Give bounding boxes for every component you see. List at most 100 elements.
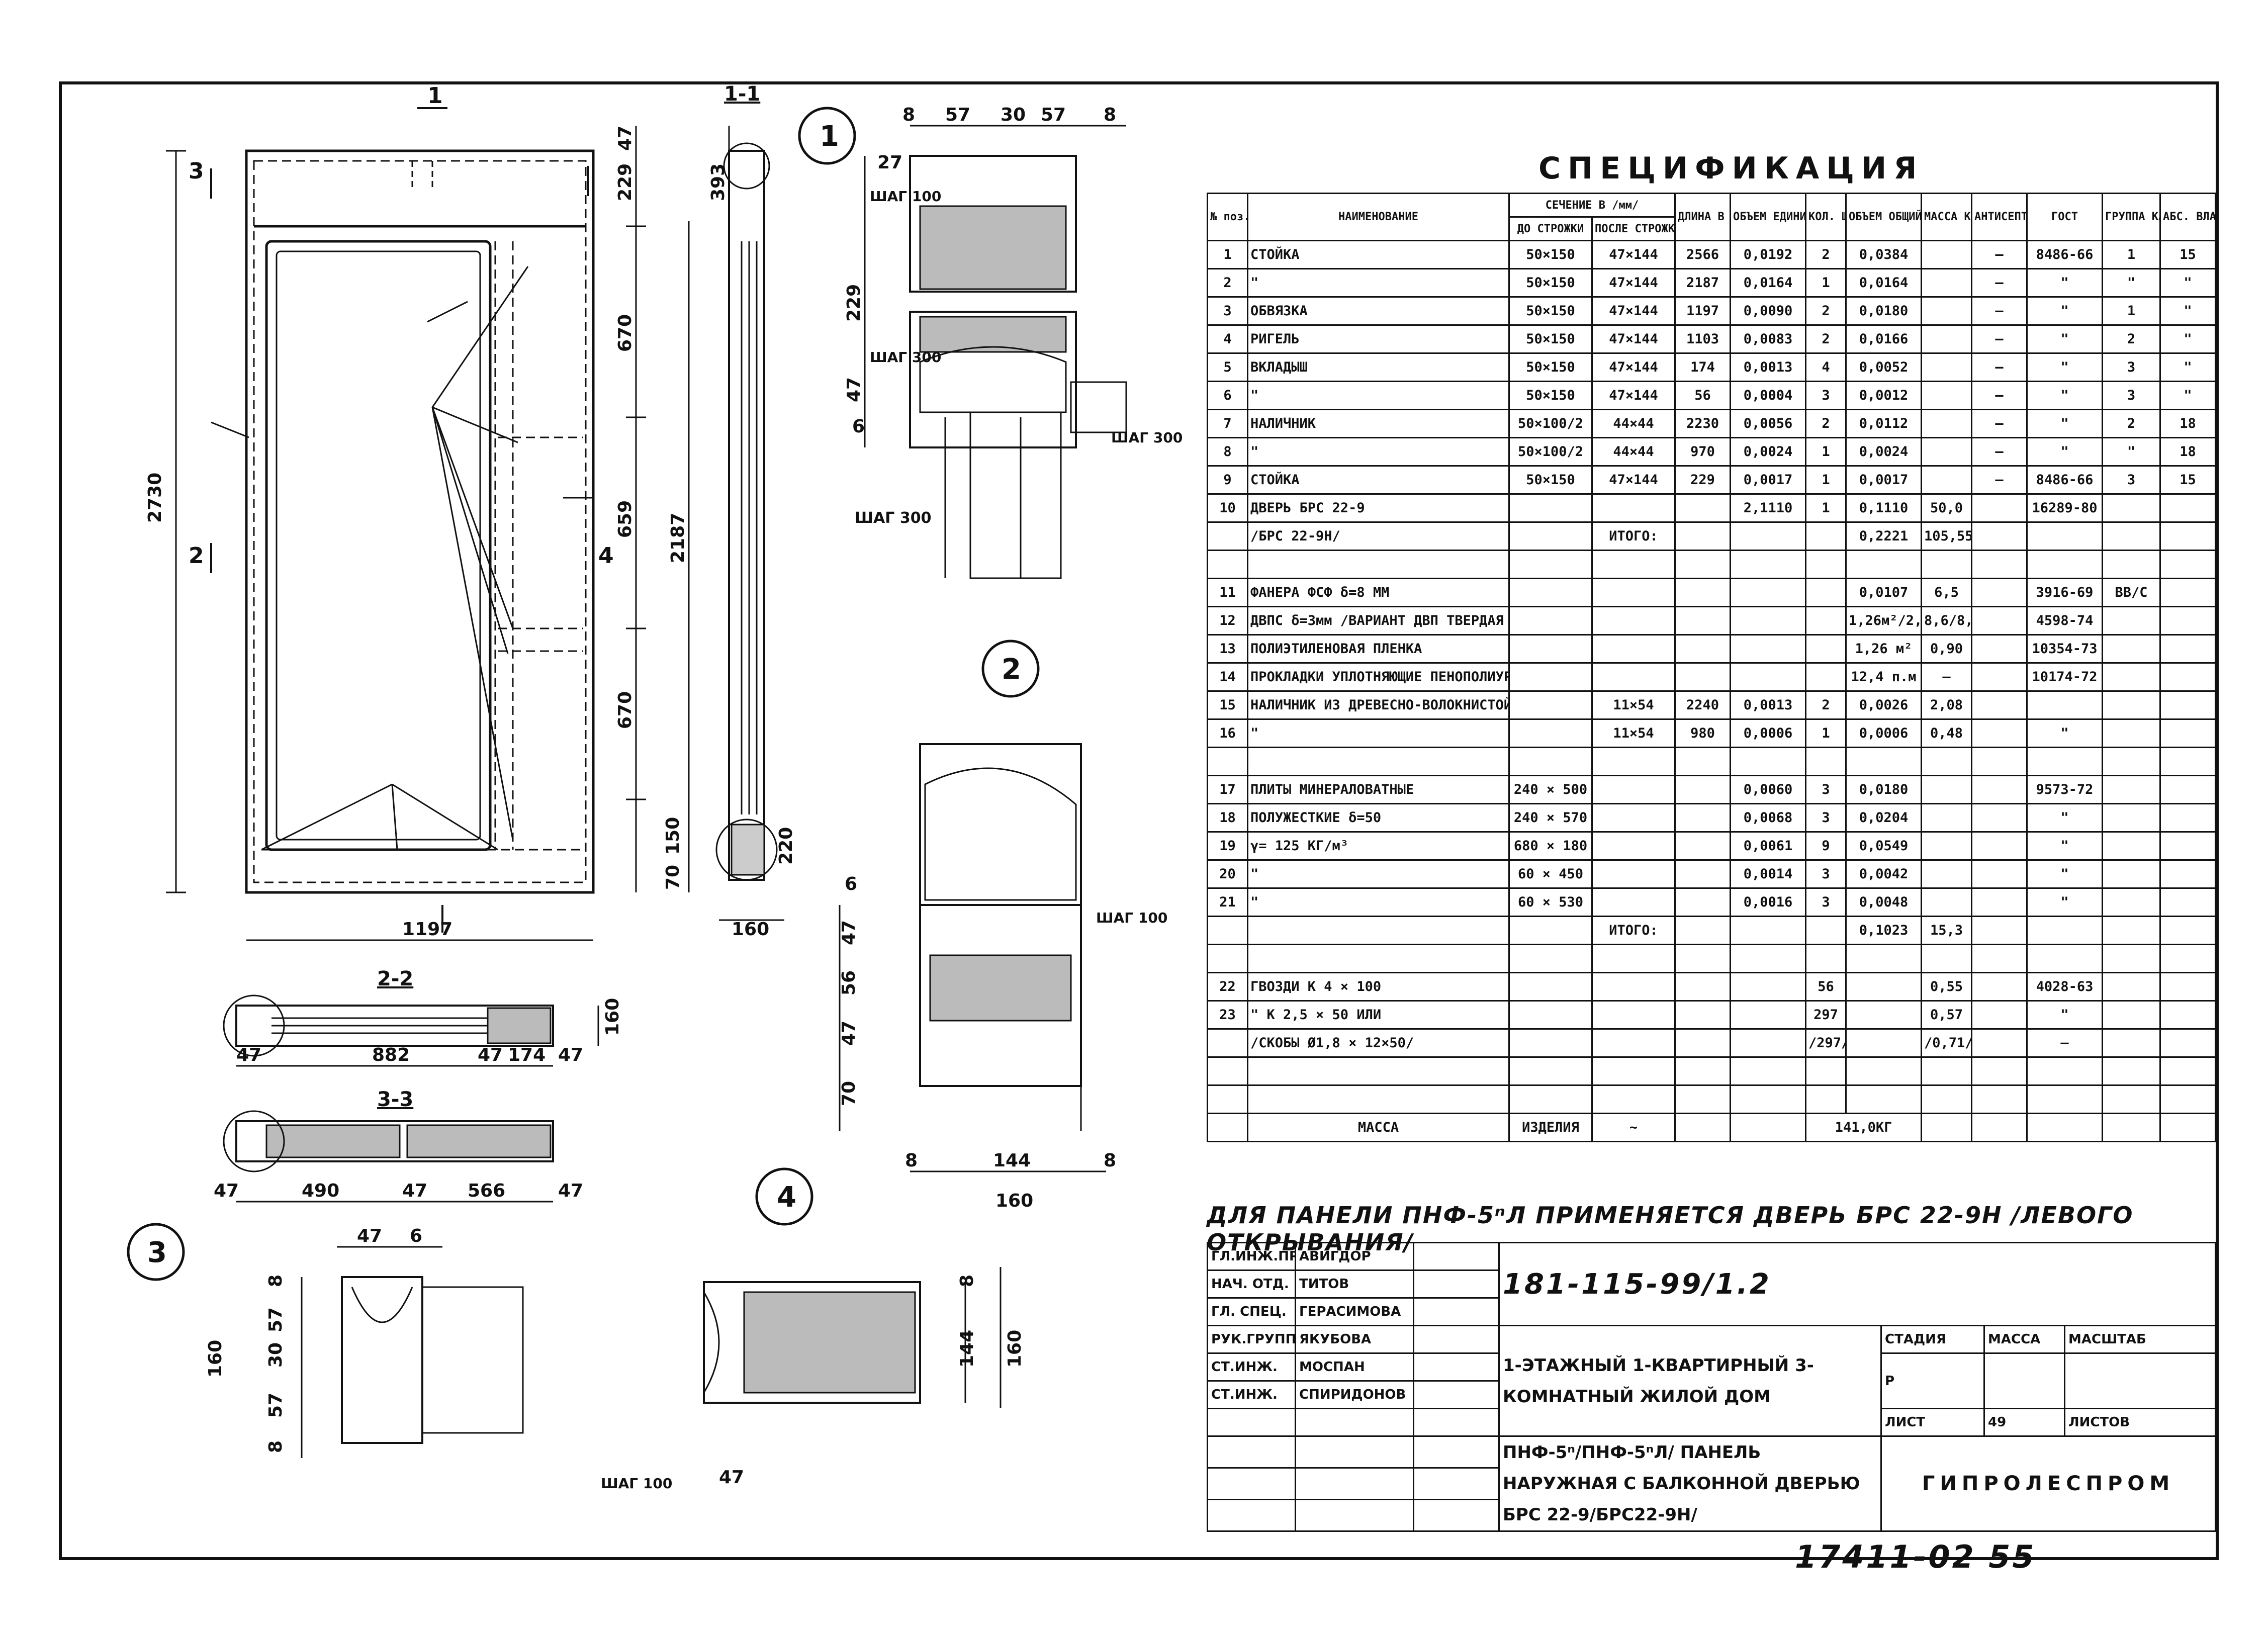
spec-cell-mass: 50,0 [1921,493,1972,523]
spec-cell-len [1674,859,1731,889]
spec-cell-hum: 15 [2159,240,2216,269]
spec-cell-hum: " [2159,268,2216,298]
spec-cell-hum [2159,972,2216,1002]
spec-cell-vu: 0,0083 [1730,324,1806,354]
stamp-signature-empty [1413,1408,1500,1437]
th-before: ДО СТРОЖКИ [1508,216,1593,241]
spec-cell-vu: 0,0060 [1730,775,1806,804]
spec-cell-after: 47×144 [1591,465,1676,495]
spec-cell-name: ВКЛАДЫШ [1247,352,1510,382]
spec-cell-vt: 0,0006 [1845,718,1922,748]
spec-cell-vt: 1,26 м² [1845,634,1922,664]
spec-cell-name: ОБВЯЗКА [1247,296,1510,326]
spec-cell-anti [1971,775,2028,804]
spec-cell-name: НАЛИЧНИК [1247,409,1510,438]
spec-cell-qty [1805,916,1847,945]
spec-cell-vu [1730,944,1806,973]
spec-cell-mass: 8,6/8,6 [1921,606,1972,636]
spec-cell-name: СТОЙКА [1247,240,1510,269]
spec-cell-vu [1730,747,1806,776]
spec-cell-pos: 11 [1207,578,1248,607]
spec-cell-mass: 0,55 [1921,972,1972,1002]
node1-step-300a: ШАГ 300 [870,349,941,366]
spec-cell-grp [2102,634,2161,664]
spec-cell-grp [2102,606,2161,636]
dim-659: 659 [615,500,636,538]
stamp-person-empty [1295,1467,1414,1500]
spec-cell-after: 47×144 [1591,324,1676,354]
spec-cell-grp [2102,550,2161,579]
spec-cell-anti [1971,1084,2028,1114]
spec-cell-vu: 0,0090 [1730,296,1806,326]
spec-cell-before [1508,578,1593,607]
spec-cell-hum [2159,521,2216,551]
spec-row [1207,944,2216,973]
node-2-number: 2 [1002,653,1021,686]
spec-cell-vu: 0,0056 [1730,409,1806,438]
stamp-row: ГЛ. СПЕЦ.ГЕРАСИМОВА [1207,1297,2216,1326]
node1-dim-30: 30 [1001,105,1026,125]
spec-cell-vu: 0,0006 [1730,718,1806,748]
spec-cell-before: 50×150 [1508,240,1593,269]
spec-cell-anti [1971,606,2028,636]
spec-cell-before [1508,662,1593,692]
spec-cell-pos [1207,550,1248,579]
spec-cell-len [1674,803,1731,833]
spec-cell-anti [1971,521,2028,551]
spec-cell-anti [1971,550,2028,579]
dim-2-2-47a: 47 [236,1045,261,1065]
stamp-signature-empty [1413,1435,1500,1469]
spec-cell-name: ПОЛУЖЕСТКИЕ δ=50 [1247,803,1510,833]
spec-cell-after: ИТОГО: [1591,916,1676,945]
spec-cell-mass [1921,352,1972,382]
node-4-number: 4 [777,1181,796,1214]
stamp-person-empty [1295,1499,1414,1532]
spec-cell-name: ПОЛИЭТИЛЕНОВАЯ ПЛЕНКА [1247,634,1510,664]
spec-cell-mass [1921,944,1972,973]
spec-cell-anti: — [1971,268,2028,298]
spec-cell-qty: 2 [1805,240,1847,269]
spec-cell-grp: 3 [2102,465,2161,495]
spec-cell-qty: 56 [1805,972,1847,1002]
stamp-sheet-title: ПНФ-5ⁿ/ПНФ-5ⁿЛ/ ПАНЕЛЬ НАРУЖНАЯ С БАЛКОН… [1498,1435,1882,1532]
stamp-role: ГЛ. СПЕЦ. [1207,1297,1296,1326]
spec-cell-len: 970 [1674,437,1731,467]
th-vol-total: ОБЪЕМ ОБЩИЙ м³ [1845,193,1922,241]
spec-cell-qty: 1 [1805,437,1847,467]
spec-cell-pos: 9 [1207,465,1248,495]
spec-cell-after [1591,831,1676,861]
spec-cell-hum [2159,1056,2216,1086]
spec-cell-gost: " [2026,887,2103,917]
spec-cell-vt [1845,550,1922,579]
spec-cell-before: 50×150 [1508,465,1593,495]
mass-label: МАССА [1247,1113,1510,1142]
spec-cell-pos: 16 [1207,718,1248,748]
cut-marker-2: 2 [189,543,204,569]
spec-cell-len [1674,493,1731,523]
spec-cell-anti: — [1971,296,2028,326]
spec-cell-hum [2159,578,2216,607]
node-3-detail [127,1223,524,1458]
spec-cell-gost [2026,1056,2103,1086]
dim-47: 47 [615,126,636,151]
th-qty: КОЛ. ШТ. [1805,193,1847,241]
spec-cell-hum [2159,690,2216,720]
stamp-row: ПНФ-5ⁿ/ПНФ-5ⁿЛ/ ПАНЕЛЬ НАРУЖНАЯ С БАЛКОН… [1207,1435,2217,1532]
cut-marker-1: 1 [427,83,443,109]
dim-670b: 670 [615,691,636,729]
node3-dim-47: 47 [357,1226,382,1246]
spec-cell-name: ПРОКЛАДКИ УПЛОТНЯЮЩИЕ ПЕНОПОЛИУРЕТАНОВЫЕ… [1247,662,1510,692]
mass-row: МАССА ИЗДЕЛИЯ ~ 141,0КГ [1207,1113,2216,1142]
stamp-signature [1413,1297,1500,1326]
spec-cell-grp: 3 [2102,352,2161,382]
spec-cell-hum [2159,606,2216,636]
spec-cell-grp [2102,493,2161,523]
stamp-code: 181-115-99/1.2 [1498,1242,2217,1326]
spec-cell-mass [1921,296,1972,326]
spec-cell-len [1674,831,1731,861]
